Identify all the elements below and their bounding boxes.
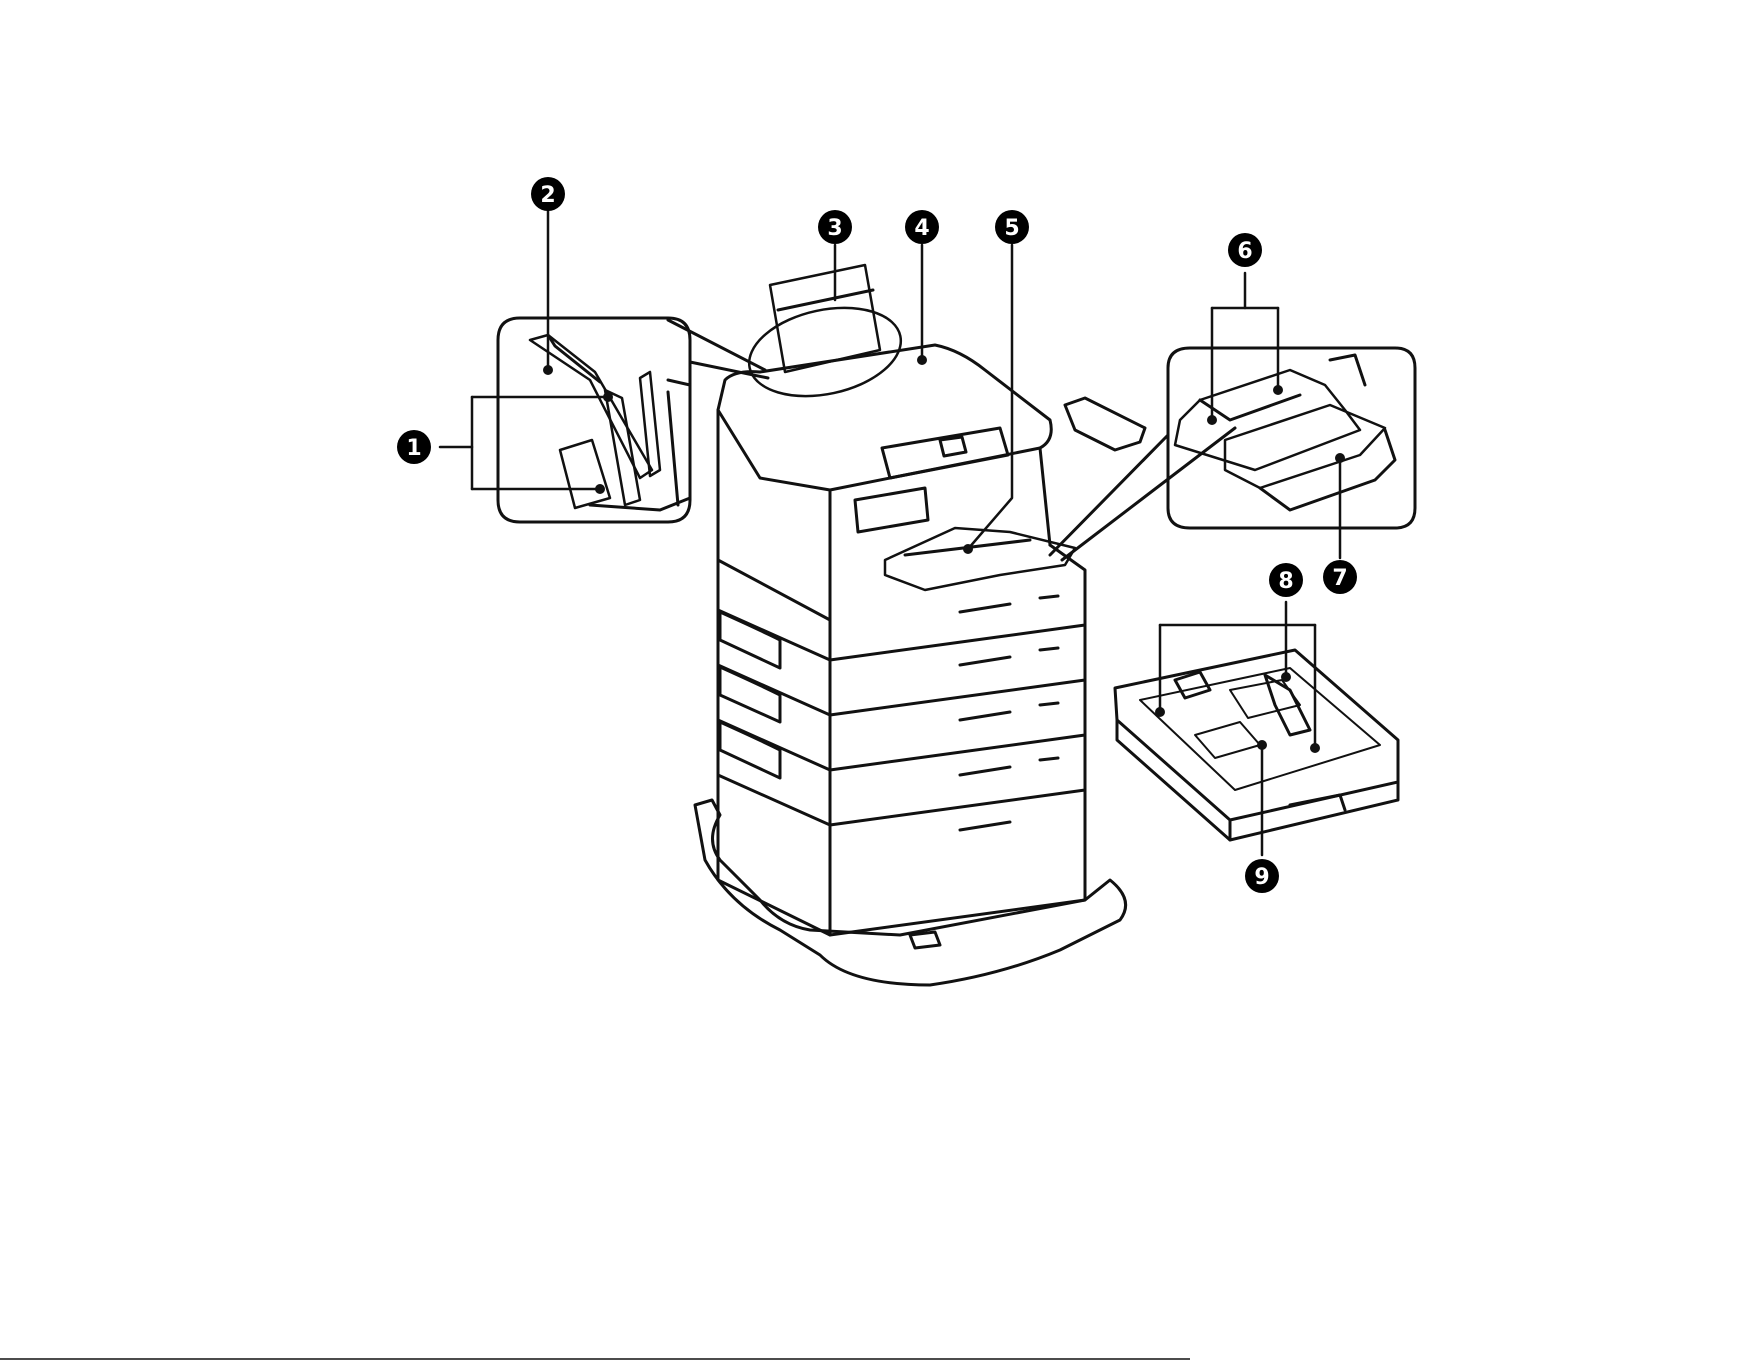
svg-text:9: 9 xyxy=(1254,865,1269,890)
callout-7: 7 xyxy=(1323,560,1357,594)
callout-3: 3 xyxy=(818,210,852,244)
printer-illustration xyxy=(695,265,1145,985)
callout-2: 2 xyxy=(531,177,565,211)
inset-rear-feed xyxy=(498,318,768,522)
leader-lines xyxy=(440,211,1340,855)
svg-text:1: 1 xyxy=(406,436,421,461)
svg-text:3: 3 xyxy=(827,216,842,241)
svg-text:7: 7 xyxy=(1332,566,1347,591)
inset-output-tray xyxy=(1050,348,1415,560)
callout-5: 5 xyxy=(995,210,1029,244)
callout-4: 4 xyxy=(905,210,939,244)
callout-8: 8 xyxy=(1269,563,1303,597)
svg-text:5: 5 xyxy=(1004,216,1019,241)
svg-text:4: 4 xyxy=(914,216,929,241)
callout-9: 9 xyxy=(1245,859,1279,893)
callout-1: 1 xyxy=(397,430,431,464)
callout-badges: 1 2 3 4 5 6 7 8 xyxy=(397,177,1357,893)
svg-text:6: 6 xyxy=(1237,239,1252,264)
svg-text:8: 8 xyxy=(1278,569,1293,594)
paper-cassette-illustration xyxy=(1115,650,1398,840)
callout-6: 6 xyxy=(1228,233,1262,267)
svg-text:2: 2 xyxy=(540,183,555,208)
